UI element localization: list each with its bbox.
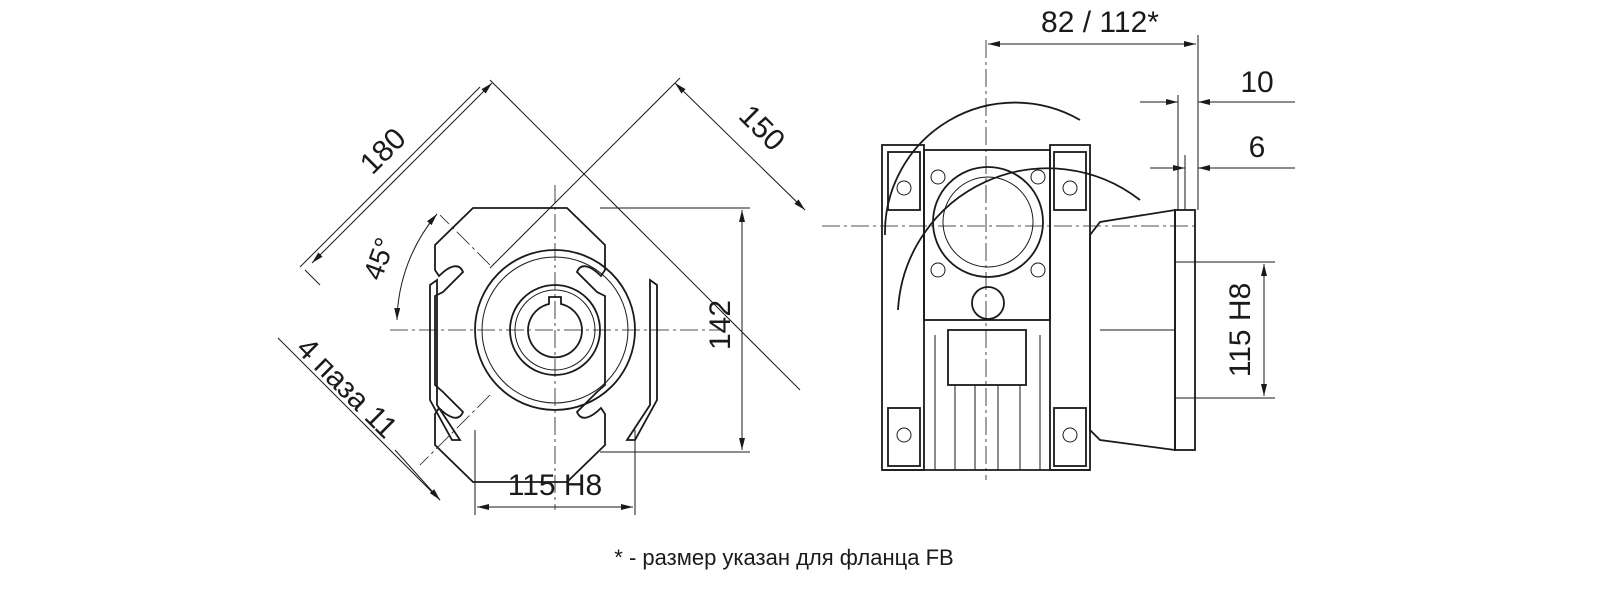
label-slots: 4 паза 11 bbox=[290, 332, 404, 446]
shaft-bore-with-keyway bbox=[527, 296, 583, 359]
label-150: 150 bbox=[732, 99, 791, 158]
label-115h8-right: 115 H8 bbox=[1224, 283, 1257, 378]
dim-line-slots bbox=[394, 449, 441, 501]
dim-line-180 bbox=[311, 82, 493, 264]
flange-outline bbox=[434, 207, 606, 483]
housing-right-rib bbox=[1049, 144, 1091, 471]
label-142: 142 bbox=[704, 300, 737, 350]
input-bore-inner bbox=[942, 176, 1034, 268]
rear-cover bbox=[897, 167, 1141, 311]
footnote: * - размер указан для фланца FB bbox=[614, 545, 953, 570]
side-view: 82 / 112* 10 6 115 H8 bbox=[822, 6, 1295, 480]
label-45: 45° bbox=[357, 234, 401, 284]
front-view: 180 150 45° 142 4 паза 11 115 H8 bbox=[277, 77, 806, 515]
housing-center bbox=[923, 149, 1051, 321]
dim-line-150 bbox=[674, 82, 806, 211]
label-82-112: 82 / 112* bbox=[1041, 6, 1159, 39]
output-flange-plate bbox=[1174, 209, 1196, 451]
drain-plug bbox=[971, 286, 1005, 320]
input-bore-outer bbox=[932, 166, 1044, 278]
label-6: 6 bbox=[1249, 131, 1266, 164]
label-115h8-bottom: 115 H8 bbox=[508, 469, 603, 502]
angle-arc-45 bbox=[394, 213, 438, 321]
label-10: 10 bbox=[1240, 66, 1273, 99]
